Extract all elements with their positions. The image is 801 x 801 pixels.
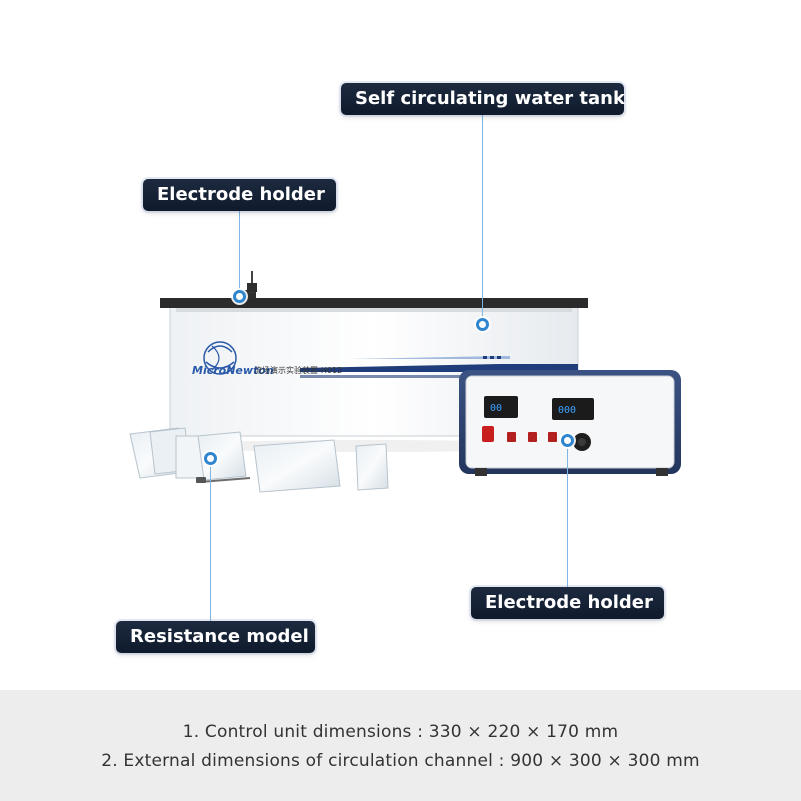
spec-footer [0, 690, 801, 801]
svg-text:00: 00 [490, 403, 502, 414]
label-electrode-holder-top: Electrode holder [143, 179, 336, 211]
resistance-models [129, 427, 389, 493]
marker-dot-tank [476, 318, 489, 331]
leader-line-tank [482, 115, 483, 323]
leader-line-resistance [210, 459, 211, 621]
product-illustration: MicroNewton 流场演示实验装置-H012 [129, 271, 681, 493]
brand-logo-icon [203, 341, 237, 375]
label-water-tank: Self circulating water tank [341, 83, 625, 115]
leader-line-electrode-top [239, 211, 240, 294]
label-electrode-holder-bottom: Electrode holder [471, 587, 664, 619]
spec-control-unit: 1. Control unit dimensions : 330 × 220 ×… [182, 722, 619, 742]
leader-line-electrode-bottom [567, 440, 568, 587]
label-resistance-model: Resistance model [116, 621, 315, 653]
model-text: 流场演示实验装置-H012 [254, 365, 342, 375]
control-unit: 00 000 [459, 370, 681, 476]
marker-dot-resistance [204, 452, 217, 465]
marker-dot-electrode-bottom [561, 434, 574, 447]
spec-circulation-channel: 2. External dimensions of circulation ch… [101, 751, 700, 771]
marker-dot-electrode-top [233, 290, 246, 303]
brand-name: MicroNewton [192, 364, 274, 377]
svg-text:000: 000 [558, 405, 576, 416]
product-stage: MicroNewton 流场演示实验装置-H012 [116, 83, 681, 653]
